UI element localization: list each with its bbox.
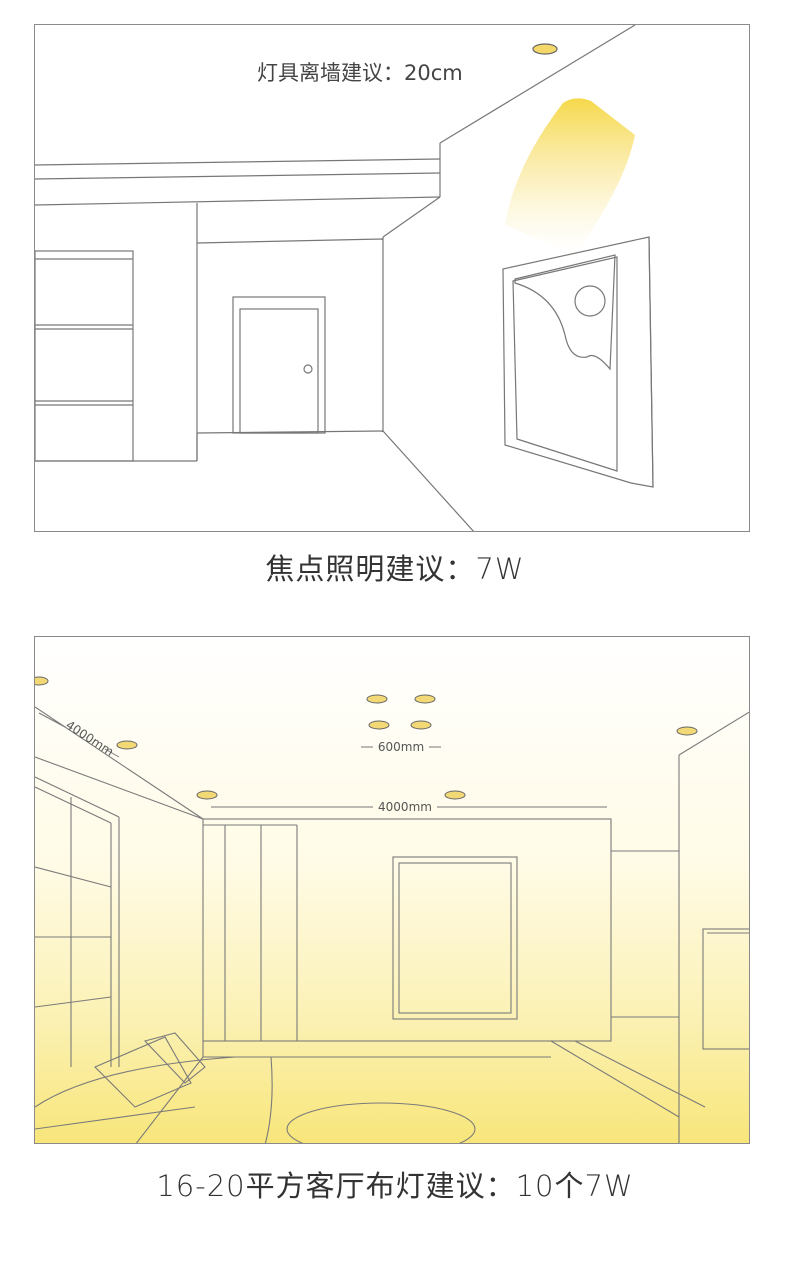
downlight-icon [414,694,436,704]
living-room-illustration: 600mm 4000mm 4000mm [34,636,750,1144]
downlight-icon [368,720,390,730]
downlight-icon [196,790,218,800]
spacing-dimension-label: 600mm [378,740,424,754]
hallway-drawing [35,25,654,531]
downlight-icon [35,676,49,686]
warm-light-fill [35,637,749,1143]
downlight-icon [410,720,432,730]
wall-distance-label: 灯具离墙建议：20cm [257,61,463,85]
living-room-drawing: 600mm 4000mm 4000mm [35,637,749,1143]
width-dimension-label: 4000mm [378,800,432,814]
living-room-caption: 16-20平方客厅布灯建议：10个7W [156,1169,634,1203]
focus-lighting-illustration: 灯具离墙建议：20cm [34,24,750,532]
focus-lighting-caption: 焦点照明建议：7W [265,552,525,586]
downlight-icon [532,43,558,55]
downlight-icon [444,790,466,800]
downlight-icon [116,740,138,750]
light-beam [505,98,635,255]
downlight-icon [676,726,698,736]
downlight-icon [366,694,388,704]
